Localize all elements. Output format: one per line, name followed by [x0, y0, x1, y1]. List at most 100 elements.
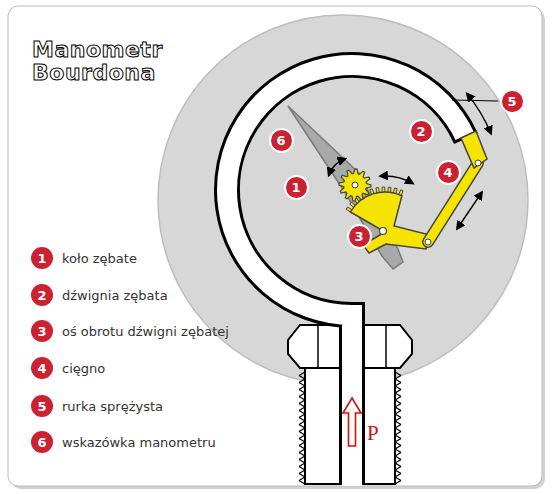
thread-stroke — [395, 442, 401, 446]
callout-number: 3 — [347, 224, 372, 249]
legend-entry: 6 wskazówka manometru — [31, 431, 216, 453]
thread-stroke — [395, 404, 401, 408]
thread-stroke — [299, 463, 305, 467]
legend-entry: 5 rurka sprężysta — [31, 395, 163, 417]
thread-stroke — [395, 414, 401, 418]
legend-entry: 2 dźwignia zębata — [31, 284, 168, 306]
thread-stroke — [395, 435, 401, 439]
callout-number: 3 — [31, 320, 53, 342]
legend-text: rurka sprężysta — [62, 399, 163, 414]
thread-stroke — [395, 446, 401, 450]
thread-stroke — [299, 414, 305, 418]
legend-entry: 3 oś obrotu dźwigni zębatej — [31, 320, 229, 342]
callout-number: 4 — [436, 160, 461, 185]
motion-arrow — [467, 94, 491, 134]
thread-stroke — [395, 463, 401, 467]
callout-circle: 1 — [284, 175, 309, 200]
thread-stroke — [299, 418, 305, 422]
pressure-label: P — [367, 421, 379, 446]
thread-stroke — [299, 456, 305, 460]
callout-number: 5 — [31, 395, 53, 417]
thread-stroke — [299, 397, 305, 401]
thread-stroke — [299, 474, 305, 478]
thread-stroke — [395, 456, 401, 460]
callout-number: 2 — [31, 284, 53, 306]
thread-stroke — [395, 428, 401, 432]
bourdon-tube — [227, 65, 465, 486]
thread-stroke — [299, 376, 305, 380]
callout-number: 2 — [409, 119, 434, 144]
nut-edge — [385, 325, 387, 368]
thread-stroke — [299, 435, 305, 439]
thread-stroke — [395, 418, 401, 422]
thread-stroke — [299, 442, 305, 446]
callout-number: 5 — [500, 89, 525, 114]
thread-stroke — [299, 432, 305, 436]
thread-stroke — [395, 477, 401, 481]
thread-stroke — [395, 425, 401, 429]
thread-stroke — [299, 393, 305, 397]
thread-stroke — [395, 453, 401, 457]
thread-stroke — [299, 400, 305, 404]
thread-stroke — [395, 481, 401, 485]
callout-number: 6 — [269, 128, 294, 153]
thread-stroke — [395, 474, 401, 478]
thread-stroke — [395, 379, 401, 383]
thread-stroke — [395, 432, 401, 436]
thread-stroke — [299, 421, 305, 425]
thread-stroke — [299, 390, 305, 394]
thread-stroke — [395, 372, 401, 376]
callout-circle: 5 — [500, 89, 525, 114]
thread-stroke — [395, 376, 401, 380]
thread-stroke — [395, 397, 401, 401]
thread-stroke — [299, 383, 305, 387]
motion-arrow — [329, 159, 346, 176]
thread-stroke — [395, 439, 401, 443]
thread-stroke — [395, 470, 401, 474]
link-pin — [475, 160, 481, 166]
motion-arrow — [457, 192, 482, 229]
thread-stroke — [299, 470, 305, 474]
thread-stroke — [395, 411, 401, 415]
nut-edge — [317, 325, 319, 368]
thread-stroke — [299, 446, 305, 450]
lever-pivot — [380, 228, 387, 235]
thread-stroke — [395, 400, 401, 404]
legend-text: wskazówka manometru — [62, 435, 216, 450]
legend-text: dźwignia zębata — [62, 288, 168, 303]
thread-stroke — [299, 386, 305, 390]
callout-number: 4 — [31, 357, 53, 379]
thread-stroke — [395, 421, 401, 425]
thread-stroke — [395, 407, 401, 411]
callout-number: 1 — [31, 247, 53, 269]
thread-stroke — [395, 383, 401, 387]
thread-stroke — [299, 467, 305, 471]
legend-entry: 4 cięgno — [31, 357, 105, 379]
thread-stroke — [299, 404, 305, 408]
legend-text: koło zębate — [62, 251, 137, 266]
pinion-gear — [339, 169, 371, 201]
callout-number: 6 — [31, 431, 53, 453]
legend-entry: 1 koło zębate — [31, 247, 137, 269]
frame — [8, 6, 542, 486]
thread-stroke — [395, 390, 401, 394]
callout-circle: 3 — [347, 224, 372, 249]
thread-stroke — [299, 407, 305, 411]
tip-bracket — [461, 131, 487, 168]
thread-stroke — [299, 428, 305, 432]
callout-circle: 2 — [409, 119, 434, 144]
thread-stroke — [299, 425, 305, 429]
legend-text: cięgno — [62, 361, 105, 376]
diagram-title: Manometr Bourdona — [32, 38, 192, 84]
thread-stroke — [299, 449, 305, 453]
thread-stroke — [395, 393, 401, 397]
motion-arrow — [380, 176, 413, 184]
thread-stroke — [299, 460, 305, 464]
thread-stroke — [299, 453, 305, 457]
legend-text: oś obrotu dźwigni zębatej — [62, 324, 229, 339]
thread-stroke — [299, 379, 305, 383]
thread-stroke — [395, 449, 401, 453]
thread-stroke — [299, 439, 305, 443]
pressure-arrow — [343, 398, 361, 446]
